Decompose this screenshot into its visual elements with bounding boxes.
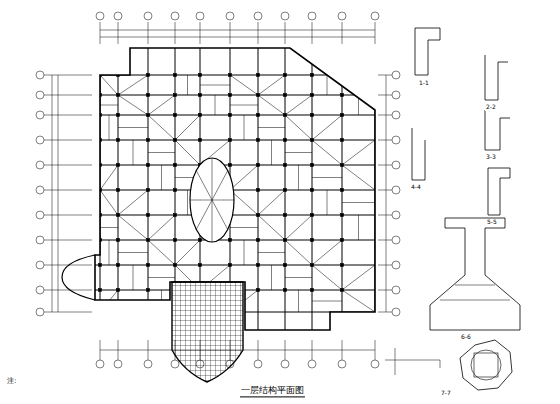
bay-window [62, 255, 95, 300]
section-details [385, 28, 520, 390]
section-mark: 3-3 [485, 154, 497, 161]
section-mark: 4-4 [410, 184, 422, 191]
title-underline [240, 396, 305, 397]
section-mark: 1-1 [418, 80, 430, 87]
oval-roof [190, 158, 234, 242]
section-mark: 2-2 [485, 104, 497, 111]
hatched-porch [172, 282, 243, 382]
note-heading: 注: [6, 378, 17, 386]
section-mark: 6-6 [460, 334, 472, 341]
section-mark: 5-5 [486, 219, 498, 226]
section-mark: 7-7 [440, 390, 452, 397]
drawing-title: 一层结构平面图 [240, 386, 305, 396]
